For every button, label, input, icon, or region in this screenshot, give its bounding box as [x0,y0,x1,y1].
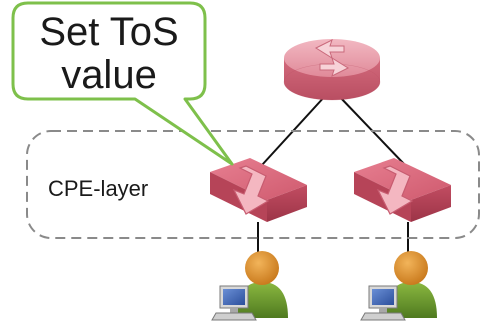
cpe-layer-label: CPE-layer [48,176,148,201]
user-workstation-icon-left [211,251,288,321]
switch-icon-right [354,158,451,222]
set-tos-callout: Set ToS value [11,1,234,166]
switch-icon-left [210,158,307,222]
cpe-layer-box [26,130,480,239]
router-icon [283,39,381,101]
callout-line-1: Set ToS [39,10,178,54]
callout-line-2: value [61,53,157,97]
user-workstation-icon-right [360,251,437,321]
